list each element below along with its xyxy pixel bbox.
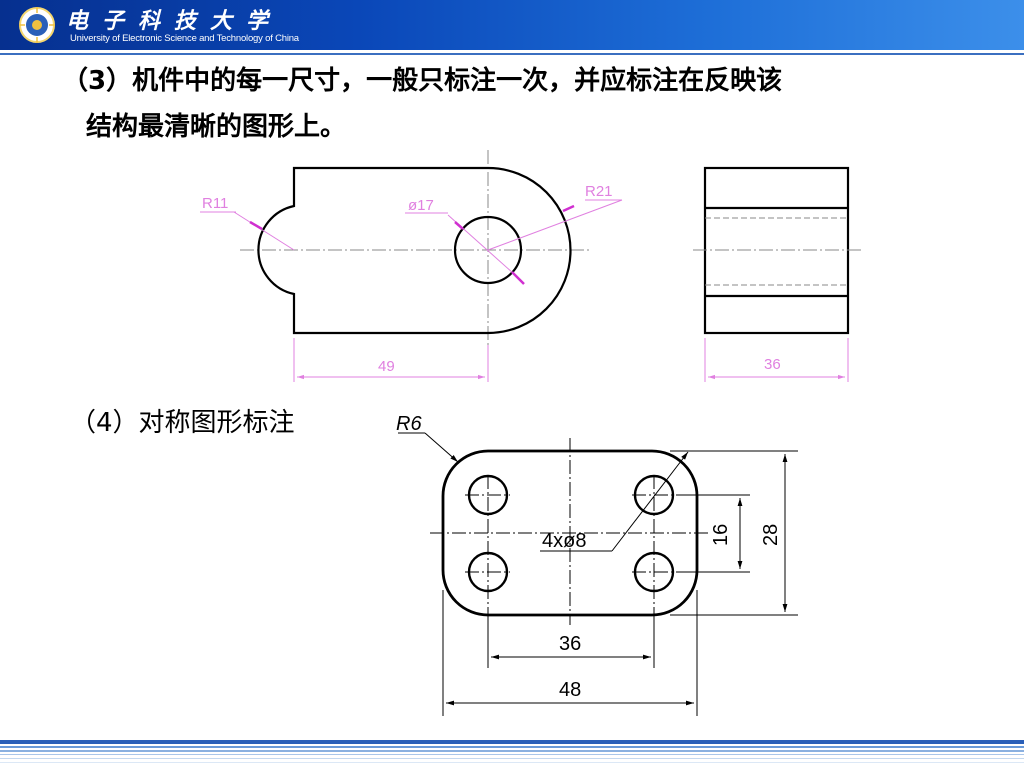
dim-dia17-label: ø17 <box>408 197 434 214</box>
university-logo-icon <box>19 7 55 43</box>
header-divider-blue <box>0 53 1024 55</box>
dim-16-label: 16 <box>710 524 732 546</box>
figure-1-side-view <box>693 166 862 382</box>
university-name-en: University of Electronic Science and Tec… <box>70 33 299 44</box>
rule-4-heading: （4）对称图形标注 <box>70 408 295 438</box>
rule-3-line-1: （3）机件中的每一尺寸，一般只标注一次，并应标注在反映该 <box>62 66 783 96</box>
dim-4xdia8-label: 4xø8 <box>542 530 586 552</box>
dim-r11-label: R11 <box>202 195 228 212</box>
rule-3-line-2: 结构最清晰的图形上。 <box>86 112 347 142</box>
dim-28-label: 28 <box>760 524 782 546</box>
footer-stripes <box>0 740 1024 763</box>
header-divider <box>0 50 1024 53</box>
figure-2-plate <box>398 432 798 716</box>
dim-r6-label: R6 <box>396 413 422 435</box>
header-banner: 电子科技大学 University of Electronic Science … <box>0 0 1024 50</box>
figure-1-front-view <box>200 150 623 382</box>
dim-49-label: 49 <box>378 358 395 375</box>
dim-r21-label: R21 <box>585 183 613 200</box>
university-name-cn: 电子科技大学 <box>66 8 283 34</box>
dim-48-label: 48 <box>559 679 581 701</box>
dim-36-side-label: 36 <box>764 356 781 373</box>
dim-36-label: 36 <box>559 633 581 655</box>
